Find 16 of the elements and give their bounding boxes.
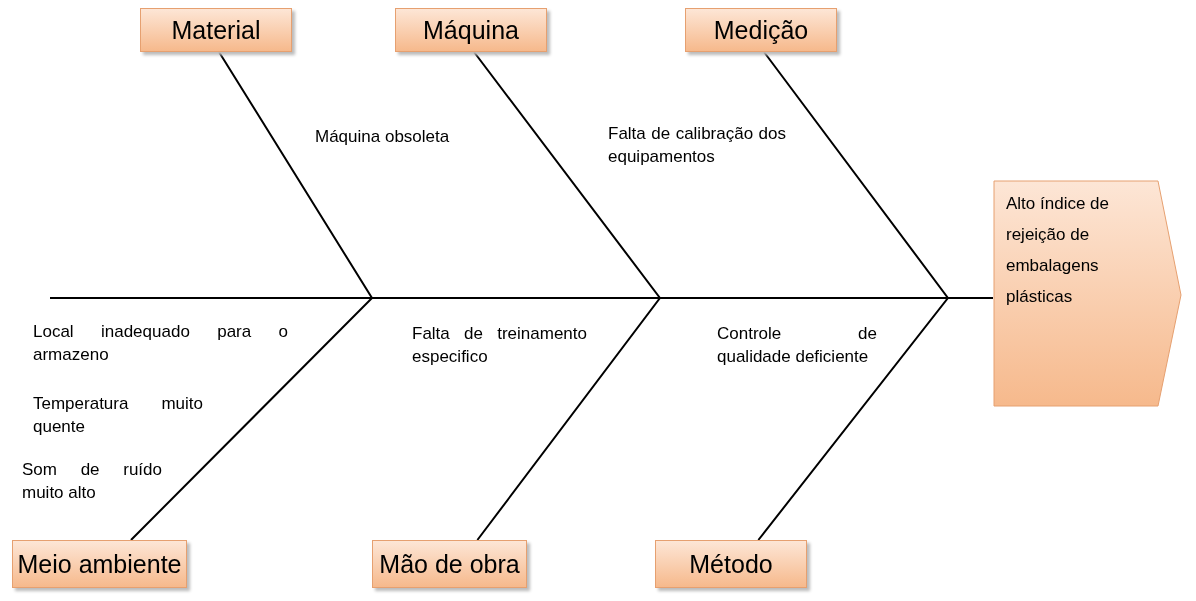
effect-pentagon	[993, 180, 1183, 410]
cause-label: Som de ruído muito alto	[22, 459, 162, 504]
category-box: Meio ambiente	[12, 540, 187, 588]
category-box: Máquina	[395, 8, 547, 52]
effect-text: Alto índice de rejeição de embalagens plásticas	[1006, 193, 1110, 308]
cause-label: Falta de treinamento especifico	[412, 323, 587, 368]
cause-label: Local inadequado para o armazeno	[33, 321, 288, 366]
category-box: Mão de obra	[372, 540, 527, 588]
cause-label: Controle de qualidade deficiente	[717, 323, 877, 368]
category-box: Método	[655, 540, 807, 588]
category-box: Medição	[685, 8, 837, 52]
cause-label: Falta de calibração dos equipamentos	[608, 123, 786, 168]
fishbone-line	[757, 297, 994, 541]
category-box: Material	[140, 8, 292, 52]
cause-label: Máquina obsoleta	[315, 126, 451, 148]
cause-label: Temperatura muito quente	[33, 393, 203, 438]
